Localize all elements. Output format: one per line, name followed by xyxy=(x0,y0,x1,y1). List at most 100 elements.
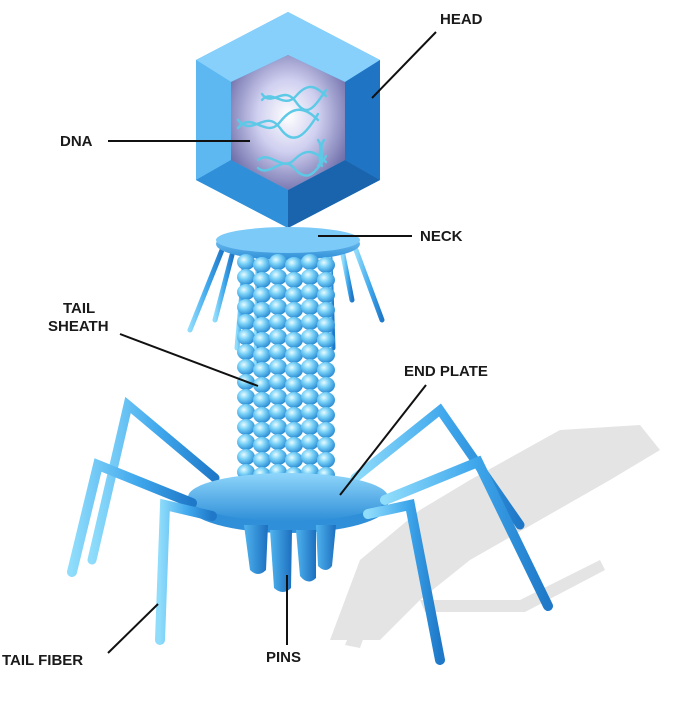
sheath-bead xyxy=(301,269,319,285)
sheath-bead xyxy=(253,257,271,273)
label-tail-sheath-line1: TAIL xyxy=(63,300,95,317)
sheath-bead xyxy=(301,449,319,465)
sheath-bead xyxy=(269,374,287,390)
sheath-bead xyxy=(285,302,303,318)
sheath-bead xyxy=(253,392,271,408)
sheath-bead xyxy=(253,347,271,363)
sheath-bead xyxy=(285,452,303,468)
sheath-bead xyxy=(301,344,319,360)
phage-head xyxy=(196,12,380,228)
sheath-bead xyxy=(317,272,335,288)
sheath-bead xyxy=(237,314,255,330)
label-tail-fiber: TAIL FIBER xyxy=(2,652,83,669)
sheath-bead xyxy=(285,287,303,303)
cast-shadow xyxy=(330,425,660,648)
sheath-bead xyxy=(317,257,335,273)
sheath-bead xyxy=(301,404,319,420)
sheath-bead xyxy=(317,332,335,348)
sheath-bead xyxy=(317,452,335,468)
sheath-bead xyxy=(269,389,287,405)
sheath-bead xyxy=(317,347,335,363)
sheath-bead xyxy=(317,377,335,393)
sheath-bead xyxy=(253,317,271,333)
sheath-bead xyxy=(237,254,255,270)
sheath-bead xyxy=(301,419,319,435)
sheath-bead xyxy=(253,437,271,453)
sheath-bead xyxy=(285,422,303,438)
sheath-bead xyxy=(285,332,303,348)
phage-neck xyxy=(216,227,360,260)
sheath-bead xyxy=(301,359,319,375)
sheath-bead xyxy=(253,377,271,393)
sheath-bead xyxy=(237,419,255,435)
sheath-bead xyxy=(237,449,255,465)
tail-sheath xyxy=(237,254,335,498)
sheath-bead xyxy=(253,362,271,378)
sheath-bead xyxy=(253,422,271,438)
sheath-bead xyxy=(285,407,303,423)
sheath-bead xyxy=(301,374,319,390)
sheath-bead xyxy=(301,299,319,315)
sheath-bead xyxy=(253,452,271,468)
end-plate xyxy=(188,473,388,533)
sheath-bead xyxy=(269,284,287,300)
sheath-bead xyxy=(317,437,335,453)
label-head: HEAD xyxy=(440,11,483,28)
sheath-bead xyxy=(269,269,287,285)
sheath-bead xyxy=(269,359,287,375)
sheath-bead xyxy=(317,317,335,333)
sheath-bead xyxy=(253,272,271,288)
sheath-bead xyxy=(253,332,271,348)
sheath-bead xyxy=(301,434,319,450)
sheath-bead xyxy=(269,344,287,360)
sheath-bead xyxy=(269,419,287,435)
sheath-bead xyxy=(237,269,255,285)
sheath-bead xyxy=(253,407,271,423)
label-tail-sheath-line2: SHEATH xyxy=(48,318,109,335)
sheath-bead xyxy=(253,287,271,303)
sheath-bead xyxy=(269,254,287,270)
sheath-bead xyxy=(237,344,255,360)
sheath-bead xyxy=(317,392,335,408)
label-dna: DNA xyxy=(60,133,93,150)
sheath-bead xyxy=(269,314,287,330)
label-end-plate: END PLATE xyxy=(404,363,488,380)
sheath-bead xyxy=(317,407,335,423)
sheath-bead xyxy=(301,389,319,405)
sheath-bead xyxy=(285,272,303,288)
sheath-bead xyxy=(253,302,271,318)
leader-lines xyxy=(107,31,437,654)
sheath-bead xyxy=(285,317,303,333)
sheath-bead xyxy=(285,437,303,453)
sheath-bead xyxy=(317,362,335,378)
pins xyxy=(244,525,336,592)
sheath-bead xyxy=(317,302,335,318)
sheath-bead xyxy=(301,254,319,270)
sheath-bead xyxy=(285,257,303,273)
sheath-bead xyxy=(301,314,319,330)
dna-strands xyxy=(236,85,328,177)
sheath-bead xyxy=(237,284,255,300)
sheath-bead xyxy=(269,404,287,420)
front-tail-fibers xyxy=(67,455,553,665)
label-neck: NECK xyxy=(420,228,463,245)
sheath-bead xyxy=(317,287,335,303)
sheath-bead xyxy=(269,329,287,345)
sheath-bead xyxy=(269,449,287,465)
sheath-bead xyxy=(237,299,255,315)
sheath-bead xyxy=(269,434,287,450)
sheath-bead xyxy=(269,299,287,315)
sheath-bead xyxy=(317,422,335,438)
sheath-bead xyxy=(285,392,303,408)
sheath-bead xyxy=(285,362,303,378)
sheath-bead xyxy=(237,389,255,405)
sheath-bead xyxy=(285,347,303,363)
sheath-bead xyxy=(237,434,255,450)
sheath-bead xyxy=(301,329,319,345)
label-pins: PINS xyxy=(266,649,301,666)
sheath-bead xyxy=(301,284,319,300)
sheath-bead xyxy=(237,329,255,345)
sheath-bead xyxy=(285,377,303,393)
sheath-bead xyxy=(237,359,255,375)
